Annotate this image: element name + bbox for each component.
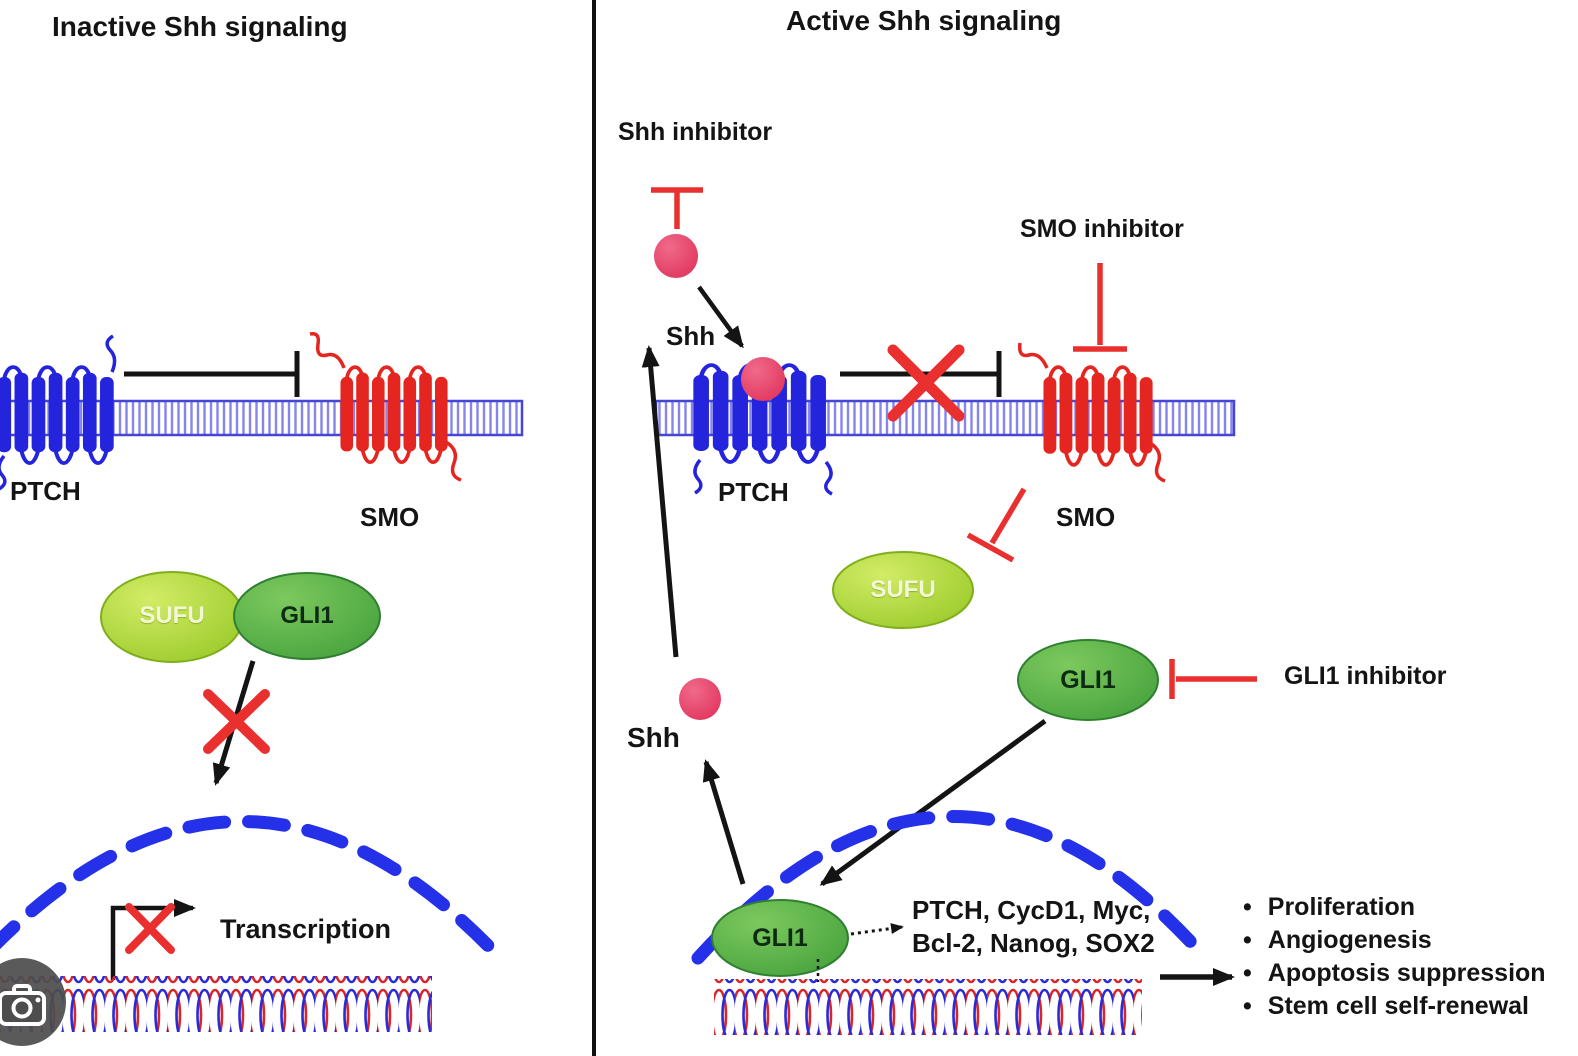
gli1-protein-nucleus — [711, 899, 849, 977]
smo-sufu-inhibition-bar — [966, 487, 1027, 563]
ptch-label-left: PTCH — [10, 476, 81, 506]
shh-secretion-arrow-long — [641, 345, 679, 658]
shh-ligand-bound — [741, 357, 785, 401]
gli1-inhibitor-label: GLI1 inhibitor — [1284, 662, 1447, 690]
smo-label-right: SMO — [1056, 502, 1116, 532]
shh-ligand-free — [654, 234, 698, 278]
ptch-smo-inhibition-bar-left — [124, 351, 300, 397]
outcome-apoptosis-suppression: Apoptosis suppression — [1243, 957, 1546, 990]
dna-helix-right — [714, 979, 1142, 1035]
smo-inhibitor-bar — [1073, 263, 1127, 352]
outcome-proliferation: Proliferation — [1243, 891, 1546, 924]
transcription-label: Transcription — [220, 914, 392, 944]
outcome-label: Angiogenesis — [1267, 926, 1432, 954]
gli1-protein-left — [233, 572, 381, 660]
sufu-label-right: SUFU — [870, 576, 936, 603]
target-genes-line1: PTCH, CycD1, Myc, — [912, 895, 1151, 925]
outcome-label: Apoptosis suppression — [1267, 959, 1546, 987]
outcome-stem-cell-self-renewal: Stem cell self-renewal — [1243, 990, 1546, 1023]
camera-search-button[interactable] — [0, 954, 70, 1050]
ptch-label-right: PTCH — [718, 477, 789, 507]
shh-inhibitor-bar — [651, 187, 703, 229]
outcome-label: Stem cell self-renewal — [1267, 992, 1529, 1020]
ptch-receptor-left — [0, 334, 117, 491]
smo-receptor-right — [1017, 342, 1166, 483]
gli1-label-right: GLI1 — [1060, 666, 1116, 694]
target-genes-line2: Bcl-2, Nanog, SOX2 — [912, 928, 1155, 958]
right-panel-art — [641, 187, 1257, 1035]
transcription-blocked-x-mark — [125, 903, 175, 954]
dna-helix-left — [0, 976, 432, 1032]
shh-binding-arrow — [697, 285, 744, 349]
nucleus-membrane-left — [0, 815, 507, 965]
ptch-receptor-right — [694, 365, 833, 496]
translocation-blocked-x-mark — [203, 689, 270, 754]
transcription-arrow — [110, 899, 196, 980]
gli1-target-gene-dotted-arrow — [850, 923, 904, 936]
sufu-protein-right — [832, 551, 974, 629]
outcomes-list: Proliferation Angiogenesis Apoptosis sup… — [1243, 891, 1546, 1023]
shh-ligand-secreted — [679, 678, 721, 720]
shh-ligand-bottom-label: Shh — [627, 722, 680, 753]
panel-divider — [592, 0, 596, 1056]
camera-icon — [0, 958, 66, 1046]
left-panel-art — [0, 331, 524, 1032]
gli1-protein-right — [1017, 639, 1159, 721]
gli1-nuclear-translocation-arrow — [819, 718, 1047, 887]
outcome-label: Proliferation — [1267, 893, 1416, 921]
shh-ligand-top-label: Shh — [666, 321, 716, 351]
smo-inhibitor-label: SMO inhibitor — [1020, 215, 1184, 243]
nucleus-membrane-right — [691, 810, 1207, 965]
shh-secretion-arrow-short — [702, 759, 746, 885]
right-panel-title: Active Shh signaling — [786, 5, 1062, 36]
sufu-label-left: SUFU — [139, 602, 205, 629]
left-panel-title: Inactive Shh signaling — [52, 11, 348, 42]
gli1-nucleus-label: GLI1 — [752, 924, 808, 952]
outcome-angiogenesis: Angiogenesis — [1243, 924, 1546, 957]
shh-inhibitor-label: Shh inhibitor — [618, 118, 773, 146]
gli1-inhibitor-bar — [1169, 659, 1257, 699]
gli1-label-left: GLI1 — [280, 602, 334, 629]
inhibition-released-x-mark — [887, 344, 965, 422]
smo-label-left: SMO — [360, 502, 420, 532]
smo-receptor-left — [309, 331, 462, 482]
